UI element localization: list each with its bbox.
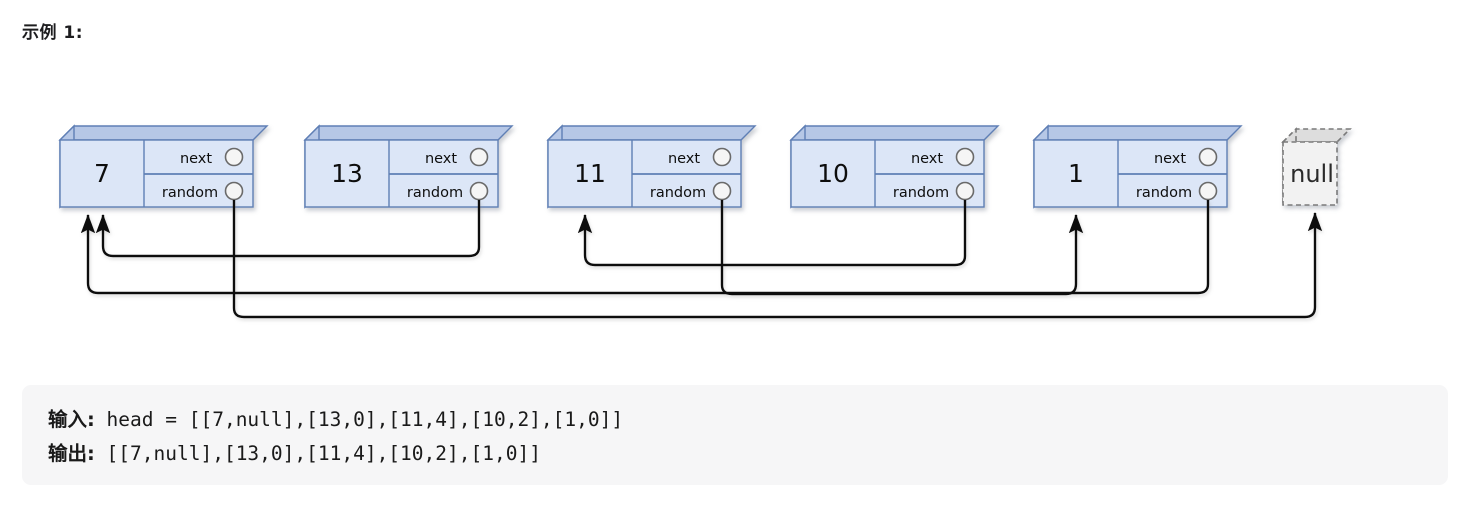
output-label: 输出: — [48, 442, 95, 465]
node-11-next-port[interactable] — [712, 147, 732, 167]
random-pointer-arrows — [80, 200, 1323, 319]
node-11-next-label: next — [668, 151, 700, 167]
node-11[interactable]: 11 next random — [546, 124, 757, 209]
node-13-next-label: next — [425, 151, 457, 167]
random-arrow-7-to-null — [232, 200, 1323, 319]
code-line-input: 输入: head = [[7,null],[13,0],[11,4],[10,2… — [48, 403, 1422, 437]
code-line-output: 输出: [[7,null],[13,0],[11,4],[10,2],[1,0]… — [48, 437, 1422, 471]
node-13-random-port[interactable] — [469, 181, 489, 201]
node-11-value: 11 — [574, 159, 606, 188]
page-title: 示例 1: — [22, 23, 84, 43]
node-10[interactable]: 10 next random — [789, 124, 1000, 209]
node-10-next-port[interactable] — [955, 147, 975, 167]
example-io-code-block: 输入: head = [[7,null],[13,0],[11,4],[10,2… — [22, 385, 1448, 485]
node-10-random-port[interactable] — [955, 181, 975, 201]
node-13-value: 13 — [331, 159, 363, 188]
input-label: 输入: — [48, 408, 95, 431]
node-7-next-label: next — [180, 151, 212, 167]
random-arrow-11-to-1 — [720, 200, 1084, 296]
node-10-random-label: random — [893, 185, 949, 201]
node-13-random-label: random — [407, 185, 463, 201]
node-1[interactable]: 1 next random — [1032, 124, 1243, 209]
node-10-next-label: next — [911, 151, 943, 167]
node-1-top-face — [1032, 125, 1243, 141]
input-value: head = [[7,null],[13,0],[11,4],[10,2],[1… — [94, 408, 624, 431]
null-node-label: null — [1290, 160, 1334, 188]
node-1-value: 1 — [1068, 159, 1084, 188]
node-7-value: 7 — [94, 159, 110, 188]
node-13-top-face — [303, 125, 514, 141]
node-7-top-face — [58, 125, 269, 141]
node-7-random-label: random — [162, 185, 218, 201]
node-11-random-label: random — [650, 185, 706, 201]
node-1-random-label: random — [1136, 185, 1192, 201]
node-1-next-port[interactable] — [1198, 147, 1218, 167]
linked-list-diagram: 7 next random 13 next random 11 next ran… — [0, 95, 1470, 345]
node-10-top-face — [789, 125, 1000, 141]
null-node: null — [1281, 127, 1352, 207]
node-13-next-port[interactable] — [469, 147, 489, 167]
random-arrow-1-to-7 — [80, 200, 1210, 295]
node-7-random-port[interactable] — [224, 181, 244, 201]
node-13[interactable]: 13 next random — [303, 124, 514, 209]
node-11-random-port[interactable] — [712, 181, 732, 201]
output-value: [[7,null],[13,0],[11,4],[10,2],[1,0]] — [94, 442, 541, 465]
node-1-random-port[interactable] — [1198, 181, 1218, 201]
node-11-top-face — [546, 125, 757, 141]
node-7-next-port[interactable] — [224, 147, 244, 167]
random-arrow-10-to-11 — [577, 200, 967, 267]
node-7[interactable]: 7 next random — [58, 124, 269, 209]
null-node-front-face — [1282, 141, 1338, 206]
random-arrow-13-to-7 — [95, 200, 481, 258]
node-1-next-label: next — [1154, 151, 1186, 167]
node-10-value: 10 — [817, 159, 849, 188]
diagram-canvas: 7 next random 13 next random 11 next ran… — [58, 124, 1352, 319]
